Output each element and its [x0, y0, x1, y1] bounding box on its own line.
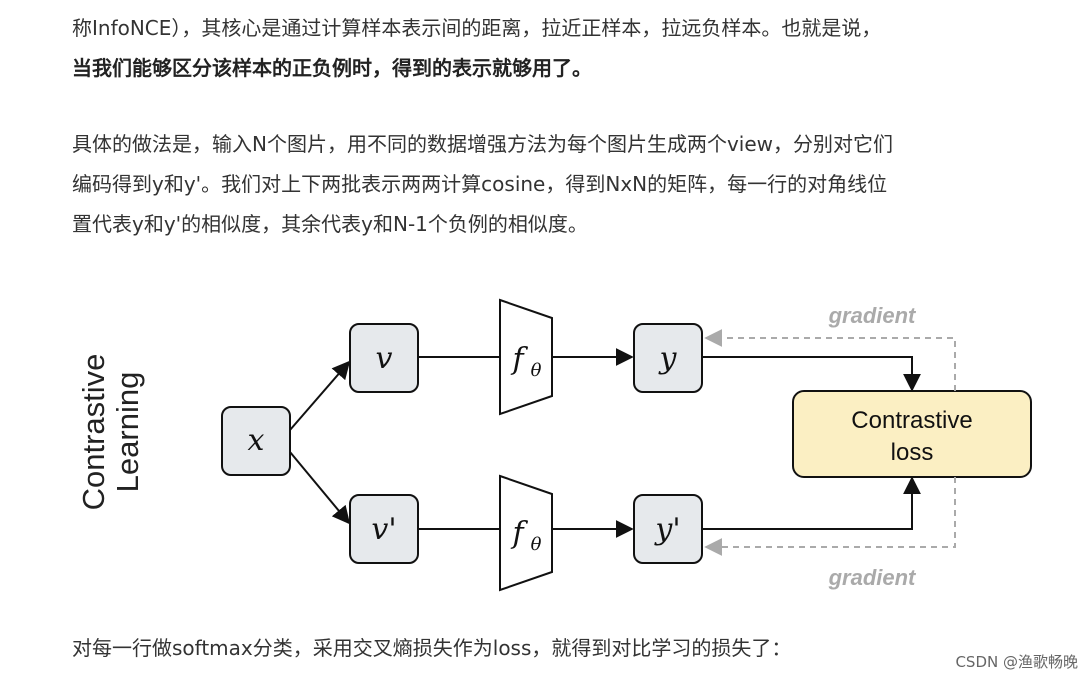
- paragraph-softmax: 对每一行做softmax分类，采用交叉熵损失作为loss，就得到对比学习的损失了…: [72, 628, 1072, 668]
- encoder-bottom-subscript: θ: [531, 534, 542, 555]
- contrastive-learning-diagram: Contrastive Learning x v v' f θ f θ y: [76, 298, 1032, 592]
- loss-label-line2: loss: [891, 439, 934, 466]
- side-title: Contrastive Learning: [76, 354, 145, 511]
- output-node-bottom-label: y': [653, 512, 680, 547]
- input-node: x: [221, 406, 291, 476]
- arrow-x-to-v-prime: [289, 451, 351, 525]
- arrow-y-to-loss: [702, 356, 921, 392]
- paragraph-intro-line1: 称InfoNCE），其核心是通过计算样本表示间的距离，拉近正样本，拉远负样本。也…: [72, 16, 882, 40]
- arrow-y-prime-to-loss: [702, 476, 921, 530]
- view-node-bottom: v': [349, 494, 419, 564]
- contrastive-loss-box: Contrastive loss: [792, 390, 1032, 478]
- paragraph-intro: 称InfoNCE），其核心是通过计算样本表示间的距离，拉近正样本，拉远负样本。也…: [72, 8, 1072, 88]
- paragraph-method: 具体的做法是，输入N个图片，用不同的数据增强方法为每个图片生成两个view，分别…: [72, 124, 1072, 244]
- side-title-line1: Contrastive: [76, 354, 111, 511]
- encoder-top-subscript: θ: [531, 360, 542, 381]
- view-node-top-label: v: [376, 341, 393, 376]
- view-node-top: v: [349, 323, 419, 393]
- gradient-label-bottom: gradient: [828, 565, 917, 590]
- encoder-bottom: f θ: [499, 474, 553, 592]
- paragraph-intro-bold-line: 当我们能够区分该样本的正负例时，得到的表示就够用了。: [72, 56, 592, 80]
- paragraph-method-line2: 编码得到y和y'。我们对上下两批表示两两计算cosine，得到NxN的矩阵，每一…: [72, 172, 888, 196]
- output-node-top: y: [633, 323, 703, 393]
- paragraph-method-line3: 置代表y和y'的相似度，其余代表y和N-1个负例的相似度。: [72, 212, 588, 236]
- paragraph-method-line1: 具体的做法是，输入N个图片，用不同的数据增强方法为每个图片生成两个view，分别…: [72, 132, 894, 156]
- gradient-path-bottom: [704, 477, 956, 556]
- encoder-top: f θ: [499, 298, 553, 416]
- view-node-bottom-label: v': [371, 512, 396, 547]
- arrow-x-to-v: [289, 360, 351, 431]
- side-title-line2: Learning: [110, 372, 145, 493]
- input-node-label: x: [248, 423, 265, 458]
- gradient-label-top: gradient: [828, 303, 917, 328]
- paragraph-softmax-line1: 对每一行做softmax分类，采用交叉熵损失作为loss，就得到对比学习的损失了…: [72, 636, 792, 660]
- csdn-watermark: CSDN @渔歌畅晚: [955, 653, 1078, 671]
- gradient-path-top: [704, 329, 956, 391]
- output-node-top-label: y: [658, 341, 678, 376]
- loss-label-line1: Contrastive: [851, 407, 972, 434]
- output-node-bottom: y': [633, 494, 703, 564]
